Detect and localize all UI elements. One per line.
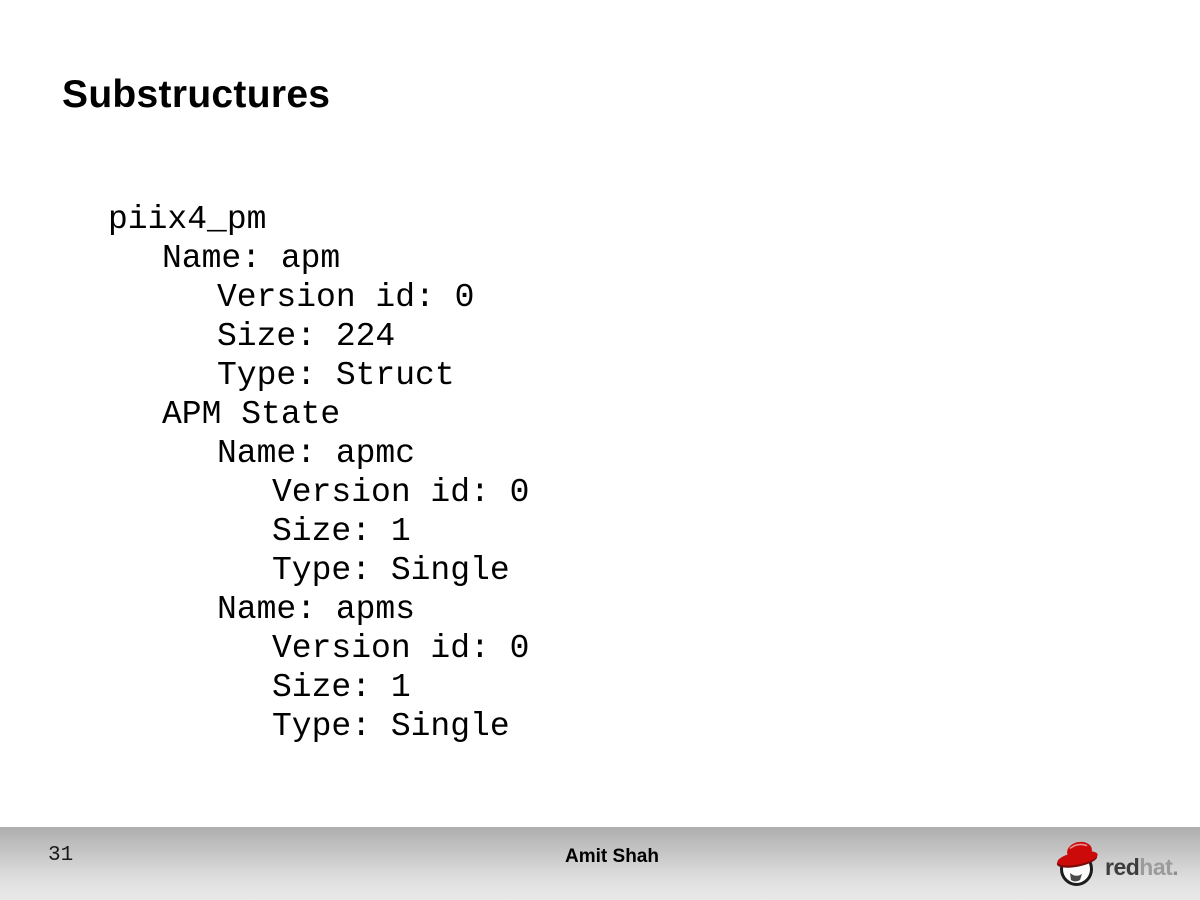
logo-text-hat: hat [1139, 853, 1173, 880]
code-line: APM State [162, 396, 341, 433]
code-line: Type: Struct [217, 357, 455, 394]
code-line: Name: apmc [217, 435, 416, 472]
code-line: Name: apms [217, 591, 416, 628]
logo-text-period: . [1172, 853, 1179, 880]
redhat-logo: redhat. [1056, 837, 1179, 889]
logo-text: redhat. [1105, 848, 1179, 880]
code-line: Size: 224 [217, 318, 396, 355]
code-line: Version id: 0 [272, 630, 530, 667]
code-line: Type: Single [272, 708, 510, 745]
code-line: piix4_pm [108, 201, 267, 238]
redhat-hat-icon [1056, 841, 1098, 886]
code-line: Size: 1 [272, 669, 411, 706]
code-line: Version id: 0 [272, 474, 530, 511]
code-line: Name: apm [162, 240, 341, 277]
footer-author: Amit Shah [565, 846, 659, 867]
hat-highlight [1069, 843, 1088, 849]
shadowman-features [1070, 873, 1082, 882]
logo-text-red: red [1105, 853, 1140, 880]
slide-title: Substructures [62, 73, 331, 116]
page-number: 31 [48, 844, 74, 867]
code-line: Type: Single [272, 552, 510, 589]
code-line: Size: 1 [272, 513, 411, 550]
code-line: Version id: 0 [217, 279, 475, 316]
footer: 31 Amit Shah redhat. [0, 827, 1200, 900]
